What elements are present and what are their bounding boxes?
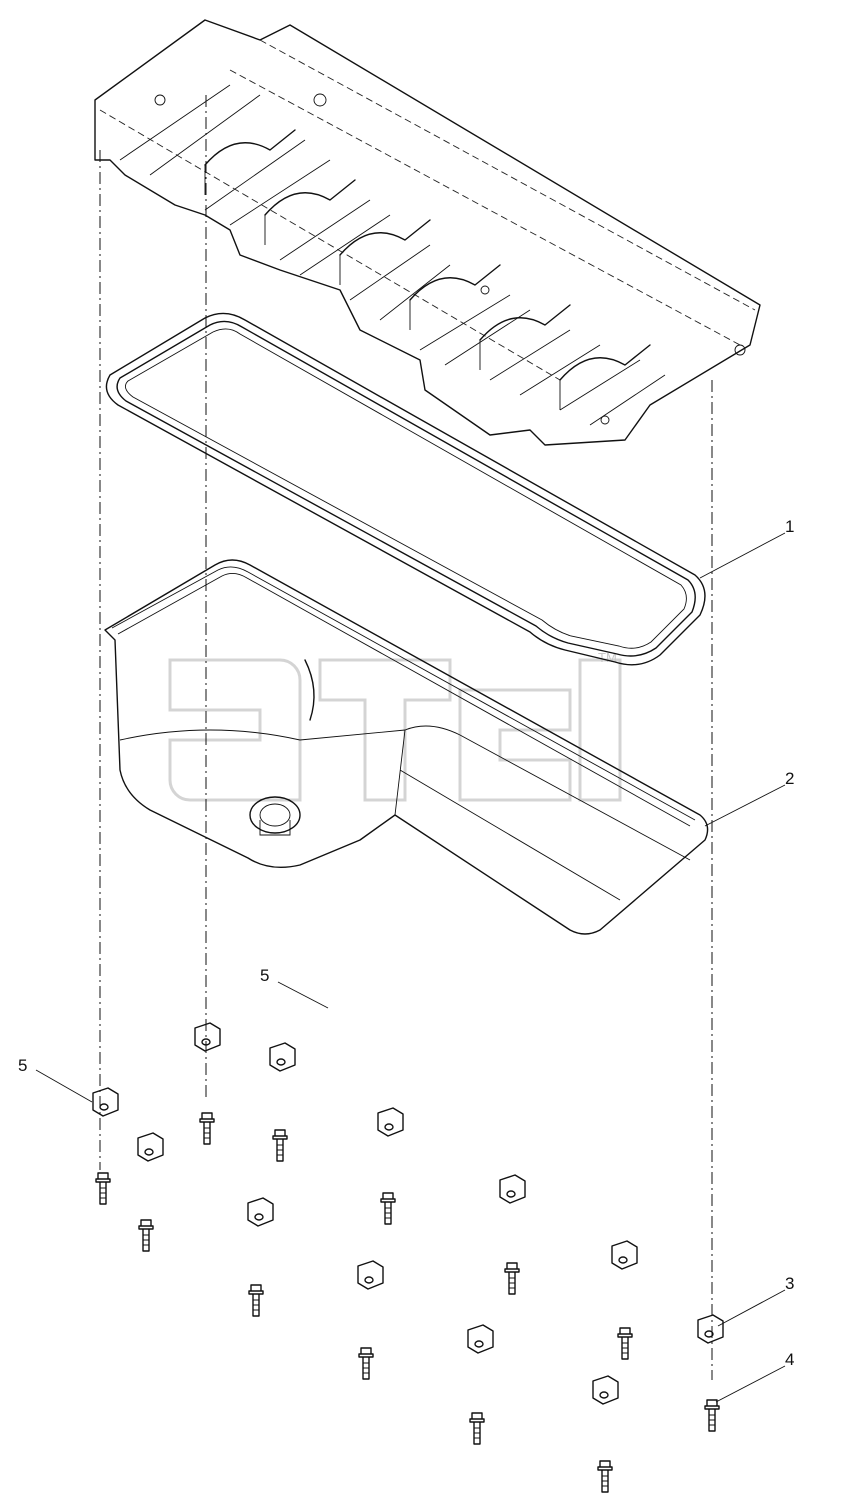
flange-bolt xyxy=(597,1460,613,1493)
assembly-centerlines xyxy=(99,95,713,1380)
clamp-bracket xyxy=(377,1107,404,1137)
flange-bolt xyxy=(469,1412,485,1445)
engine-block xyxy=(94,19,761,446)
leader-lines xyxy=(35,532,786,1403)
oil-pan xyxy=(104,559,709,935)
bolt-group xyxy=(95,1112,720,1493)
clamp-bracket xyxy=(247,1197,274,1227)
callout-3: 3 xyxy=(785,1274,794,1293)
watermark-logo: TM xyxy=(168,650,622,802)
clamp-bracket xyxy=(467,1324,494,1354)
clamp-group xyxy=(92,1022,724,1405)
clamp-bracket xyxy=(92,1087,119,1117)
callout-labels: 1 2 3 4 5 5 xyxy=(18,517,794,1369)
flange-bolt xyxy=(358,1347,374,1380)
clamp-bracket xyxy=(269,1042,296,1072)
oil-pan-gasket xyxy=(105,312,706,666)
clamp-bracket xyxy=(357,1260,384,1290)
callout-4: 4 xyxy=(785,1350,794,1369)
flange-bolt xyxy=(95,1172,111,1205)
callout-5-upper: 5 xyxy=(260,966,269,985)
flange-bolt xyxy=(248,1284,264,1317)
callout-1: 1 xyxy=(785,517,794,536)
flange-bolt xyxy=(617,1327,633,1360)
flange-bolt xyxy=(138,1219,154,1252)
flange-bolt xyxy=(199,1112,215,1145)
clamp-bracket xyxy=(137,1132,164,1162)
clamp-bracket xyxy=(499,1174,526,1204)
flange-bolt xyxy=(504,1262,520,1295)
callout-5-left: 5 xyxy=(18,1056,27,1075)
clamp-bracket xyxy=(697,1314,724,1344)
clamp-bracket xyxy=(194,1022,221,1052)
callout-2: 2 xyxy=(785,769,794,788)
flange-bolt xyxy=(272,1129,288,1162)
clamp-bracket xyxy=(611,1240,638,1270)
flange-bolt xyxy=(380,1192,396,1225)
flange-bolt xyxy=(704,1399,720,1432)
clamp-bracket xyxy=(592,1375,619,1405)
